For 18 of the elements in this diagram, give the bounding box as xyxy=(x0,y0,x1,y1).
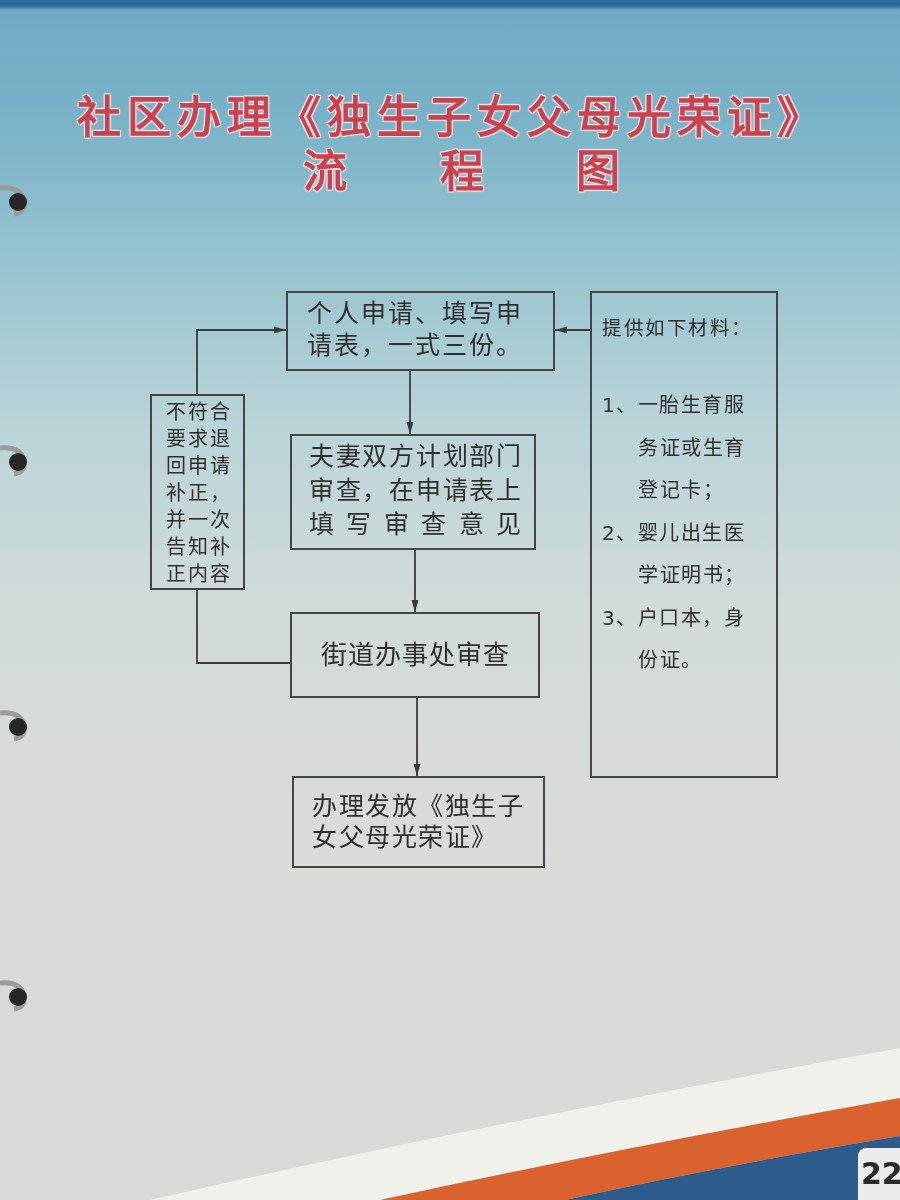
arrow xyxy=(406,370,414,435)
arrow xyxy=(411,549,419,613)
list-item: 2、婴儿出生医学证明书； xyxy=(602,519,747,589)
connector-line xyxy=(196,589,291,664)
process-box: 个人申请、填写申请表，一式三份。 xyxy=(286,291,555,371)
materials-box xyxy=(590,291,778,778)
arrow xyxy=(554,326,591,334)
note-box: 不符合要求退回申请补正，并一次告知补正内容 xyxy=(150,394,245,590)
arrow xyxy=(196,326,287,395)
arrow xyxy=(413,697,421,777)
box-heading: 提供如下材料： xyxy=(602,316,754,342)
page-number: 22 xyxy=(858,1148,900,1200)
process-box: 夫妻双方计划部门审查，在申请表上填写审查意见 xyxy=(290,434,536,550)
title: 社区办理《独生子女父母光荣证》流程图 xyxy=(76,91,828,199)
list-item: 3、户口本，身份证。 xyxy=(602,604,747,674)
process-box: 办理发放《独生子女父母光荣证》 xyxy=(292,776,545,868)
list-item: 1、一胎生育服务证或生育登记卡； xyxy=(602,392,747,504)
process-box: 街道办事处审查 xyxy=(290,612,540,698)
